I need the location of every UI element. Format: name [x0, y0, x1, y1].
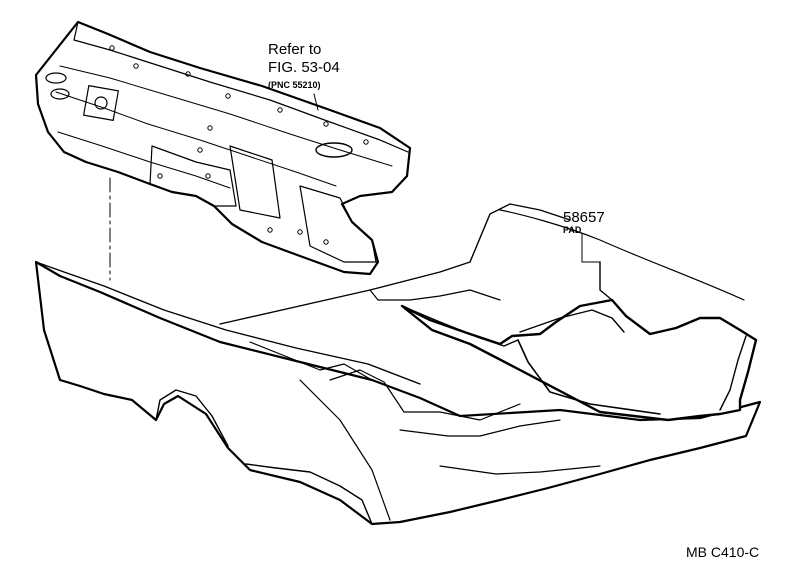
pad-top-edge	[599, 261, 613, 301]
pad-left-lip	[401, 305, 519, 347]
floor-pan-crossmember-1	[249, 341, 373, 381]
dash-panel-upper-ridge	[59, 65, 393, 167]
floor-pan-outline	[34, 260, 762, 526]
dash-panel-right-channel	[299, 185, 377, 263]
floor-pan	[34, 203, 762, 526]
pad-part-number: 58657	[563, 209, 605, 226]
dash-panel-plate-hole	[94, 96, 108, 110]
floor-pan-rear-rim	[35, 261, 421, 385]
pad-tunnel-top	[519, 309, 625, 333]
figure-code: MB C410-C	[686, 544, 760, 560]
floor-pan-back-wall	[369, 289, 501, 301]
floor-pan-crossmember-3	[399, 419, 561, 437]
pad-leader-line	[581, 233, 601, 263]
pad-outline	[400, 298, 758, 422]
dash-panel-top-flange	[73, 21, 409, 153]
floor-pan-front-arc	[499, 209, 745, 301]
refer-line-3: (PNC 55210)	[268, 80, 321, 90]
dash-panel-cutout	[149, 145, 237, 207]
pad-name: PAD	[563, 225, 582, 235]
dash-panel-lower-ridge	[57, 131, 231, 189]
dash-panel-plate	[83, 85, 119, 121]
floor-pan-wheel-arch	[155, 389, 229, 447]
dash-panel	[34, 20, 412, 276]
dash-panel-left-hole-lower	[50, 88, 70, 100]
pad-right-lip	[719, 335, 747, 411]
floor-pan-left-sill	[299, 379, 391, 521]
floor-pan-crossmember-4	[439, 465, 601, 475]
floor-pan-rocker-lower	[245, 463, 373, 525]
pad-tunnel-front	[517, 339, 661, 415]
dash-panel-center-box	[229, 145, 281, 219]
pad-part	[400, 261, 758, 422]
floor-pan-back-top	[219, 203, 571, 325]
dash-panel-left-hole-upper	[45, 72, 67, 84]
dash-panel-fastener-holes	[109, 45, 369, 245]
dash-panel-right-oval	[315, 142, 353, 158]
refer-line-1: Refer to	[268, 41, 322, 58]
refer-line-2: FIG. 53-04	[268, 59, 340, 76]
floor-pan-crossmember-2	[329, 369, 521, 421]
refer-leader-line	[313, 93, 319, 111]
